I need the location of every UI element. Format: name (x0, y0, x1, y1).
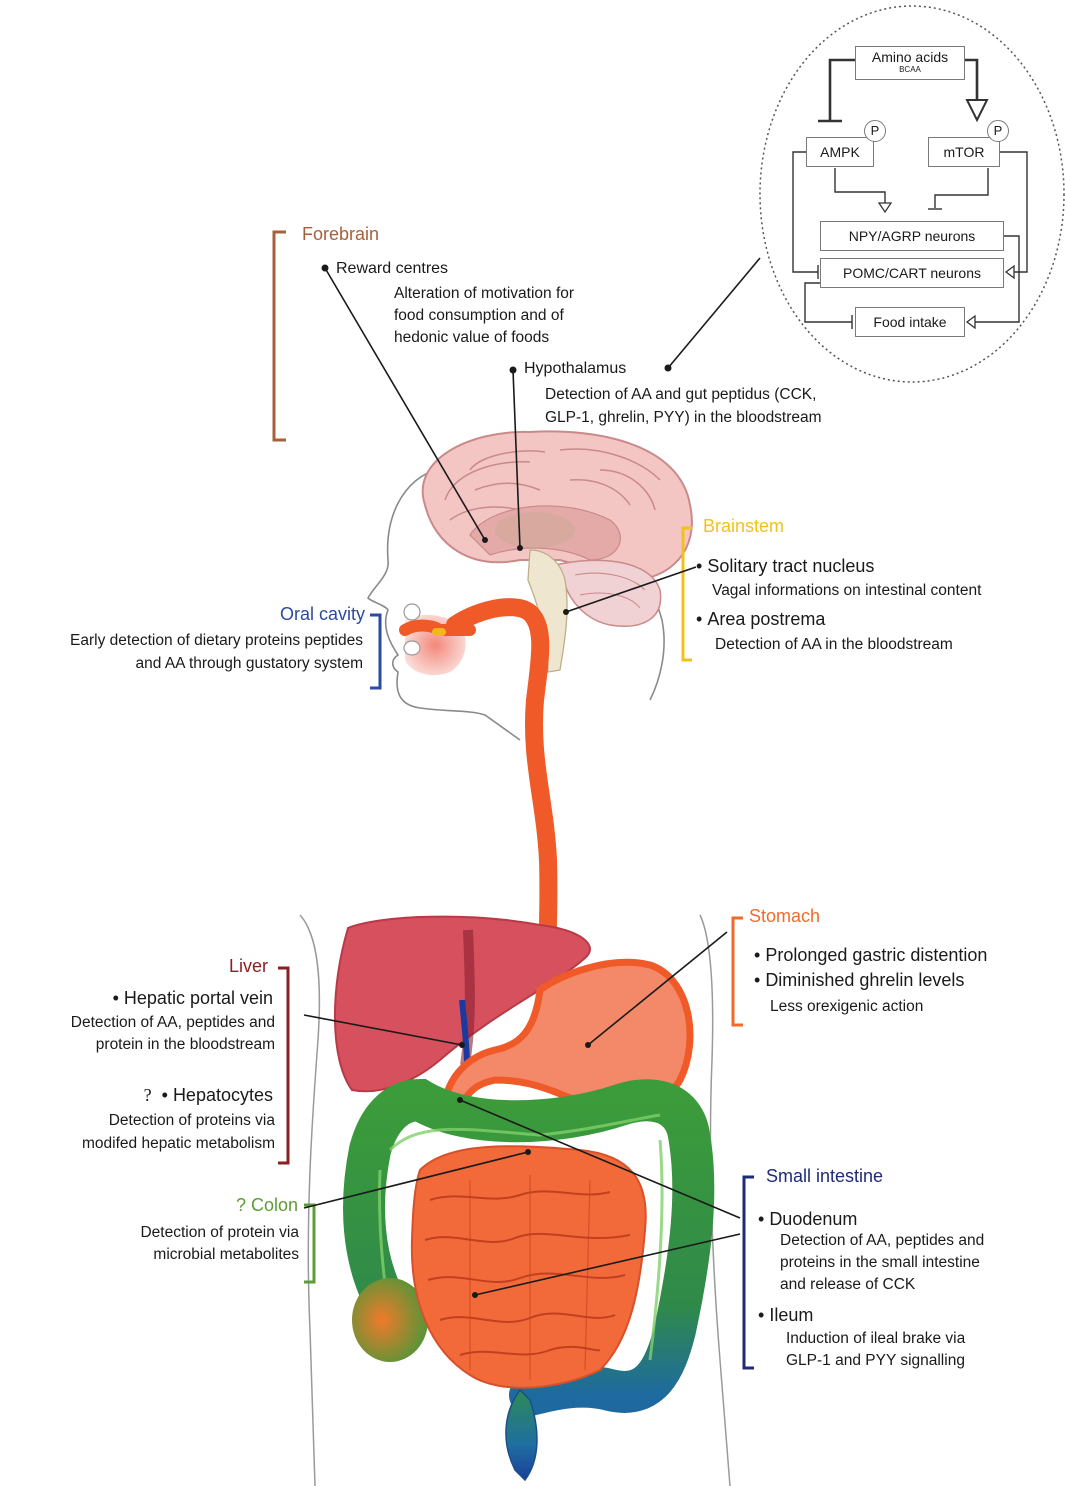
ampk-label: AMPK (820, 144, 860, 160)
forebrain-bracket (274, 232, 286, 440)
forebrain-heading: Forebrain (302, 224, 379, 246)
hepatocytes-desc-line-1: Detection of proteins via (109, 1112, 275, 1131)
stomach-heading: Stomach (749, 906, 820, 928)
duodenum-desc-line-1: Detection of AA, peptides and (780, 1232, 984, 1251)
hypothalamus-desc-line-1: Detection of AA and gut peptidus (CCK, (545, 386, 816, 405)
npy-agrp-box: NPY/AGRP neurons (820, 221, 1004, 251)
hepatocytes-label: Hepatocytes (173, 1085, 273, 1105)
area-postrema-label: Area postrema (696, 609, 825, 631)
ileum-leader (475, 1234, 740, 1295)
reward-centres-label: Reward centres (336, 259, 448, 278)
duodenum-label: Duodenum (758, 1209, 857, 1231)
liver-leader (304, 1015, 462, 1045)
mtor-label: mTOR (944, 144, 985, 160)
reward-desc-line-1: Alteration of motivation for (394, 285, 574, 304)
hepatocytes-question: ? (144, 1085, 152, 1105)
food-intake-label: Food intake (873, 314, 946, 330)
duodenum-desc-line-2: proteins in the small intestine (780, 1254, 980, 1273)
amino-acids-box: Amino acids BCAA (855, 46, 965, 80)
portal-vein-desc-line-2: protein in the bloodstream (96, 1036, 275, 1055)
mtor-box: mTOR (928, 137, 1000, 167)
oral-desc-line-2: and AA through gustatory system (136, 655, 363, 674)
colon-heading: ? Colon (236, 1195, 298, 1217)
colon-leader (304, 1152, 528, 1208)
hypothalamus-leader (513, 370, 520, 548)
brainstem-heading: Brainstem (703, 516, 784, 538)
duodenum-desc-line-3: and release of CCK (780, 1276, 915, 1295)
stomach-bracket (733, 918, 743, 1025)
gastric-distention-label: Prolonged gastric distention (754, 945, 987, 967)
reward-desc-line-2: food consumption and of (394, 307, 564, 326)
portal-vein-label: Hepatic portal vein (113, 988, 273, 1010)
small-intestine-heading: Small intestine (766, 1166, 883, 1188)
area-postrema-desc: Detection of AA in the bloodstream (715, 636, 953, 655)
hepatocytes-desc-line-2: modifed hepatic metabolism (82, 1135, 275, 1154)
bcaa-label: BCAA (856, 65, 964, 74)
oral-cavity-bracket (370, 615, 380, 688)
hepatocytes-row: ? • Hepatocytes (144, 1085, 273, 1107)
pomc-cart-box: POMC/CART neurons (820, 258, 1004, 288)
hypothalamus-desc-line-2: GLP-1, ghrelin, PYY) in the bloodstream (545, 409, 822, 428)
liver-heading: Liver (229, 956, 268, 978)
ampk-box: AMPK (806, 137, 874, 167)
amino-acids-label: Amino acids (856, 49, 964, 65)
ileum-label: Ileum (758, 1305, 813, 1327)
inset-leader (668, 258, 760, 368)
solitary-tract-desc: Vagal informations on intestinal content (712, 582, 981, 601)
ghrelin-label: Diminished ghrelin levels (754, 970, 964, 992)
ampk-phospho-badge: P (864, 120, 886, 142)
brainstem-leader (566, 567, 696, 612)
ghrelin-desc: Less orexigenic action (770, 998, 923, 1017)
ileum-desc-line-1: Induction of ileal brake via (786, 1330, 965, 1349)
pomc-cart-label: POMC/CART neurons (843, 265, 981, 281)
solitary-tract-label: Solitary tract nucleus (696, 556, 874, 578)
colon-desc-line-2: microbial metabolites (153, 1246, 299, 1265)
npy-agrp-label: NPY/AGRP neurons (849, 228, 976, 244)
small-intestine-bracket (744, 1177, 754, 1368)
reward-desc-line-3: hedonic value of foods (394, 329, 549, 348)
food-intake-box: Food intake (855, 307, 965, 337)
brainstem-bracket (683, 528, 692, 660)
mtor-phospho-badge: P (987, 120, 1009, 142)
oral-cavity-heading: Oral cavity (280, 604, 365, 626)
oral-desc-line-1: Early detection of dietary proteins pept… (70, 632, 363, 651)
stomach-leader (588, 932, 727, 1045)
portal-vein-desc-line-1: Detection of AA, peptides and (71, 1014, 275, 1033)
colon-desc-line-1: Detection of protein via (140, 1224, 299, 1243)
colon-bracket (304, 1205, 314, 1282)
liver-bracket (278, 968, 288, 1163)
ileum-desc-line-2: GLP-1 and PYY signalling (786, 1352, 965, 1371)
hypothalamus-label: Hypothalamus (524, 359, 626, 378)
